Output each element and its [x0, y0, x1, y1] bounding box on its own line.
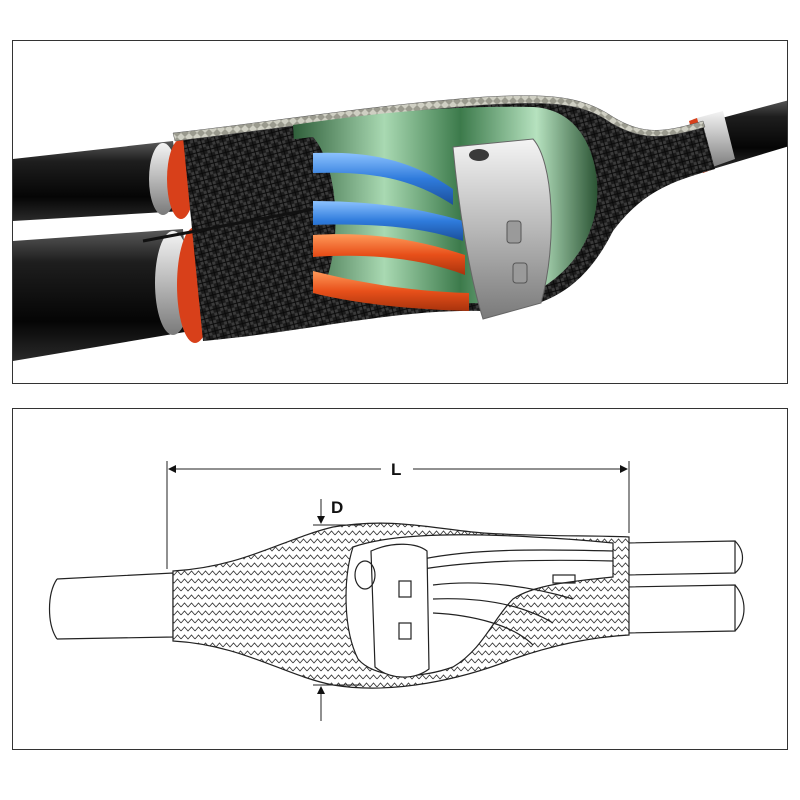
dimension-D-label: D	[331, 498, 343, 517]
cable-joint-cutaway-illustration	[13, 95, 787, 361]
cutaway-illustration-panel	[12, 40, 788, 384]
dimension-L-label: L	[391, 460, 401, 479]
drawing-core-lines	[422, 549, 614, 646]
connector-bolt-middle	[506, 220, 522, 244]
cable-joint-technical-drawing: L D	[48, 460, 745, 721]
technical-drawing-panel: L D	[12, 408, 788, 750]
drawing-right-clip	[552, 574, 576, 584]
drawing-connector-slot-lower	[398, 622, 412, 640]
drawing-right-lower-cable	[624, 584, 736, 634]
drawing-right-lower-cable-end	[734, 584, 745, 632]
left-lower-cable	[13, 229, 191, 361]
orange-conductor-upper	[313, 234, 465, 275]
connector-bolt-lower	[512, 262, 528, 284]
connector-bolt-top	[469, 149, 489, 161]
drawing-connector-block	[370, 543, 430, 678]
left-upper-cable	[13, 141, 183, 221]
drawing-left-cable	[56, 572, 174, 640]
drawing-right-upper-cable-end	[734, 540, 744, 574]
drawing-connector-lug	[354, 560, 376, 590]
blue-conductor-lower	[313, 201, 463, 241]
drawing-right-upper-cable	[624, 540, 736, 576]
inner-braided-tube	[193, 137, 336, 325]
orange-conductor-lower	[313, 271, 469, 311]
earth-wire	[142, 207, 314, 243]
drawing-connector-slot-upper	[398, 580, 412, 598]
drawing-left-cable-end	[48, 578, 58, 640]
blue-conductor-upper	[313, 152, 453, 205]
